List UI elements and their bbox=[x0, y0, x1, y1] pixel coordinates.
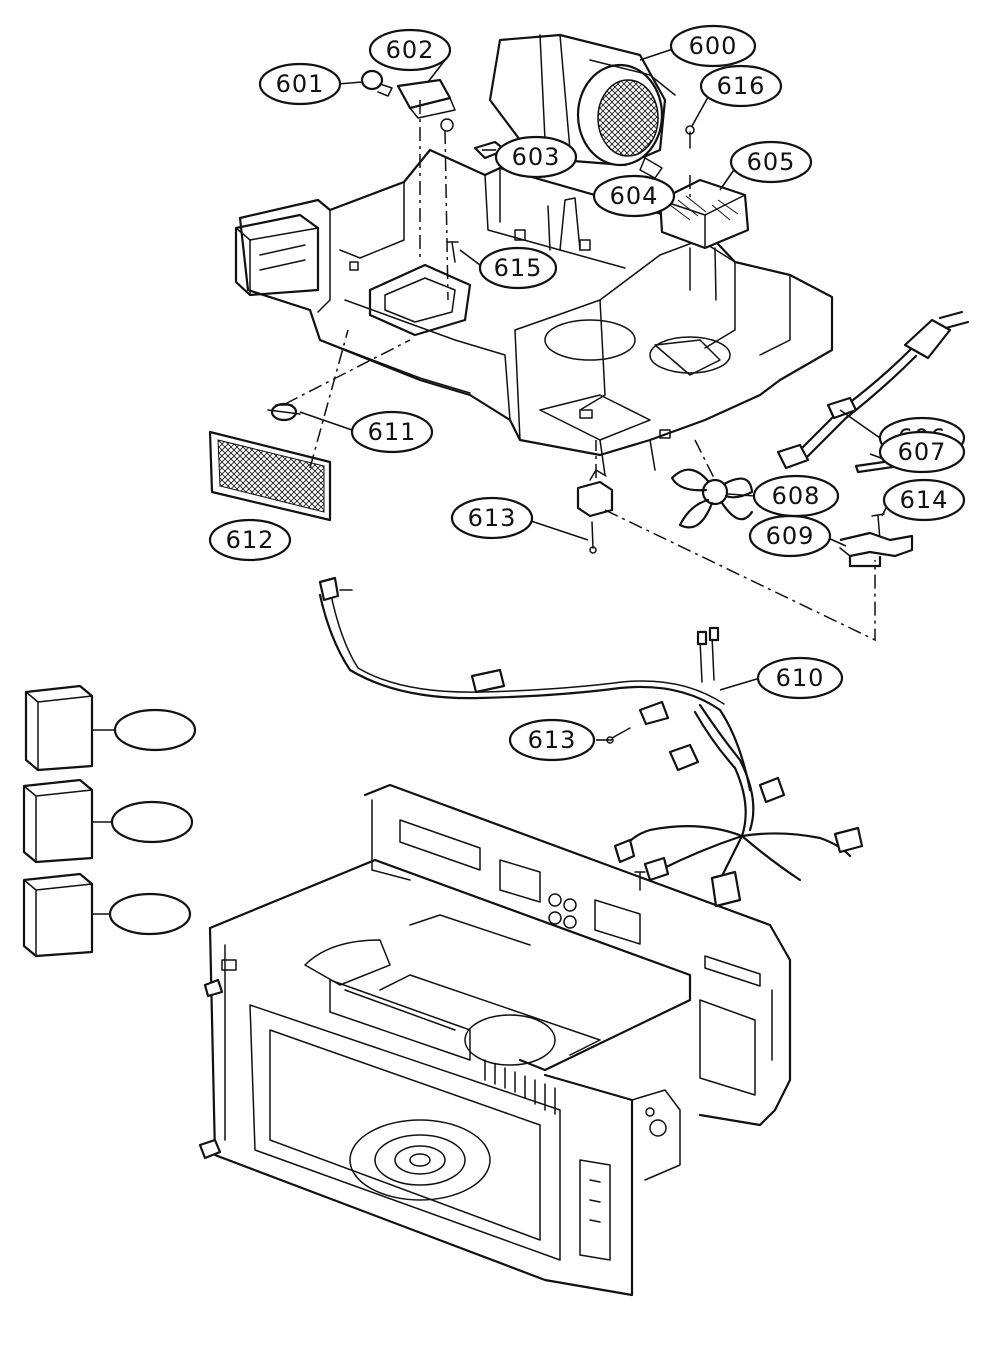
wire-harness bbox=[318, 576, 864, 908]
callout-614: 614 bbox=[882, 478, 966, 522]
screw-615 bbox=[446, 241, 459, 263]
callout-612: 612 bbox=[208, 518, 292, 562]
blank-callout-3 bbox=[108, 892, 192, 936]
callout-607-label: 607 bbox=[898, 438, 947, 466]
callout-608-label: 608 bbox=[772, 482, 821, 510]
callout-607: 607 bbox=[878, 430, 966, 474]
fan-motor bbox=[658, 125, 750, 301]
callout-602: 602 bbox=[368, 28, 452, 72]
callout-616: 616 bbox=[699, 64, 783, 108]
callout-609-label: 609 bbox=[766, 522, 815, 550]
callout-613-top-label: 613 bbox=[468, 504, 517, 532]
callout-613-mid: 613 bbox=[508, 718, 596, 762]
callout-614-label: 614 bbox=[900, 486, 949, 514]
callout-615-label: 615 bbox=[494, 254, 543, 282]
callout-610-label: 610 bbox=[776, 664, 825, 692]
power-cord bbox=[776, 310, 970, 470]
callout-613-mid-label: 613 bbox=[528, 726, 577, 754]
loose-parts-boxes bbox=[22, 684, 115, 958]
callout-600: 600 bbox=[669, 24, 757, 68]
callout-615: 615 bbox=[478, 246, 558, 290]
grease-filter bbox=[208, 430, 332, 522]
callout-605-label: 605 bbox=[747, 148, 796, 176]
screw-cavity bbox=[634, 871, 646, 891]
lamp-and-socket bbox=[360, 69, 507, 160]
callout-604: 604 bbox=[592, 174, 676, 218]
assembly-lines bbox=[284, 100, 876, 642]
thermal-cutout bbox=[267, 402, 301, 422]
callout-611: 611 bbox=[350, 410, 434, 454]
callout-601: 601 bbox=[258, 62, 342, 106]
fan-blade bbox=[670, 468, 754, 529]
callout-610: 610 bbox=[756, 656, 844, 700]
oven-cavity bbox=[198, 783, 792, 1297]
blank-callout-2 bbox=[110, 800, 194, 844]
callout-603: 603 bbox=[494, 135, 578, 179]
callout-605: 605 bbox=[729, 140, 813, 184]
base-plate-assembly bbox=[234, 148, 834, 476]
blower-fan-assembly bbox=[488, 33, 676, 179]
callout-609: 609 bbox=[748, 514, 832, 558]
callout-611-label: 611 bbox=[368, 418, 417, 446]
callout-616-label: 616 bbox=[717, 72, 766, 100]
mounting-bracket bbox=[839, 531, 914, 568]
blank-callout-1 bbox=[113, 708, 197, 752]
callout-613-top: 613 bbox=[450, 496, 534, 540]
callout-608: 608 bbox=[752, 474, 840, 518]
terminal-block-top bbox=[576, 469, 614, 554]
callout-601-label: 601 bbox=[276, 70, 325, 98]
callout-603-label: 603 bbox=[512, 143, 561, 171]
callout-600-label: 600 bbox=[689, 32, 738, 60]
callout-604-label: 604 bbox=[610, 182, 659, 210]
callout-602-label: 602 bbox=[386, 36, 435, 64]
callout-612-label: 612 bbox=[226, 526, 275, 554]
